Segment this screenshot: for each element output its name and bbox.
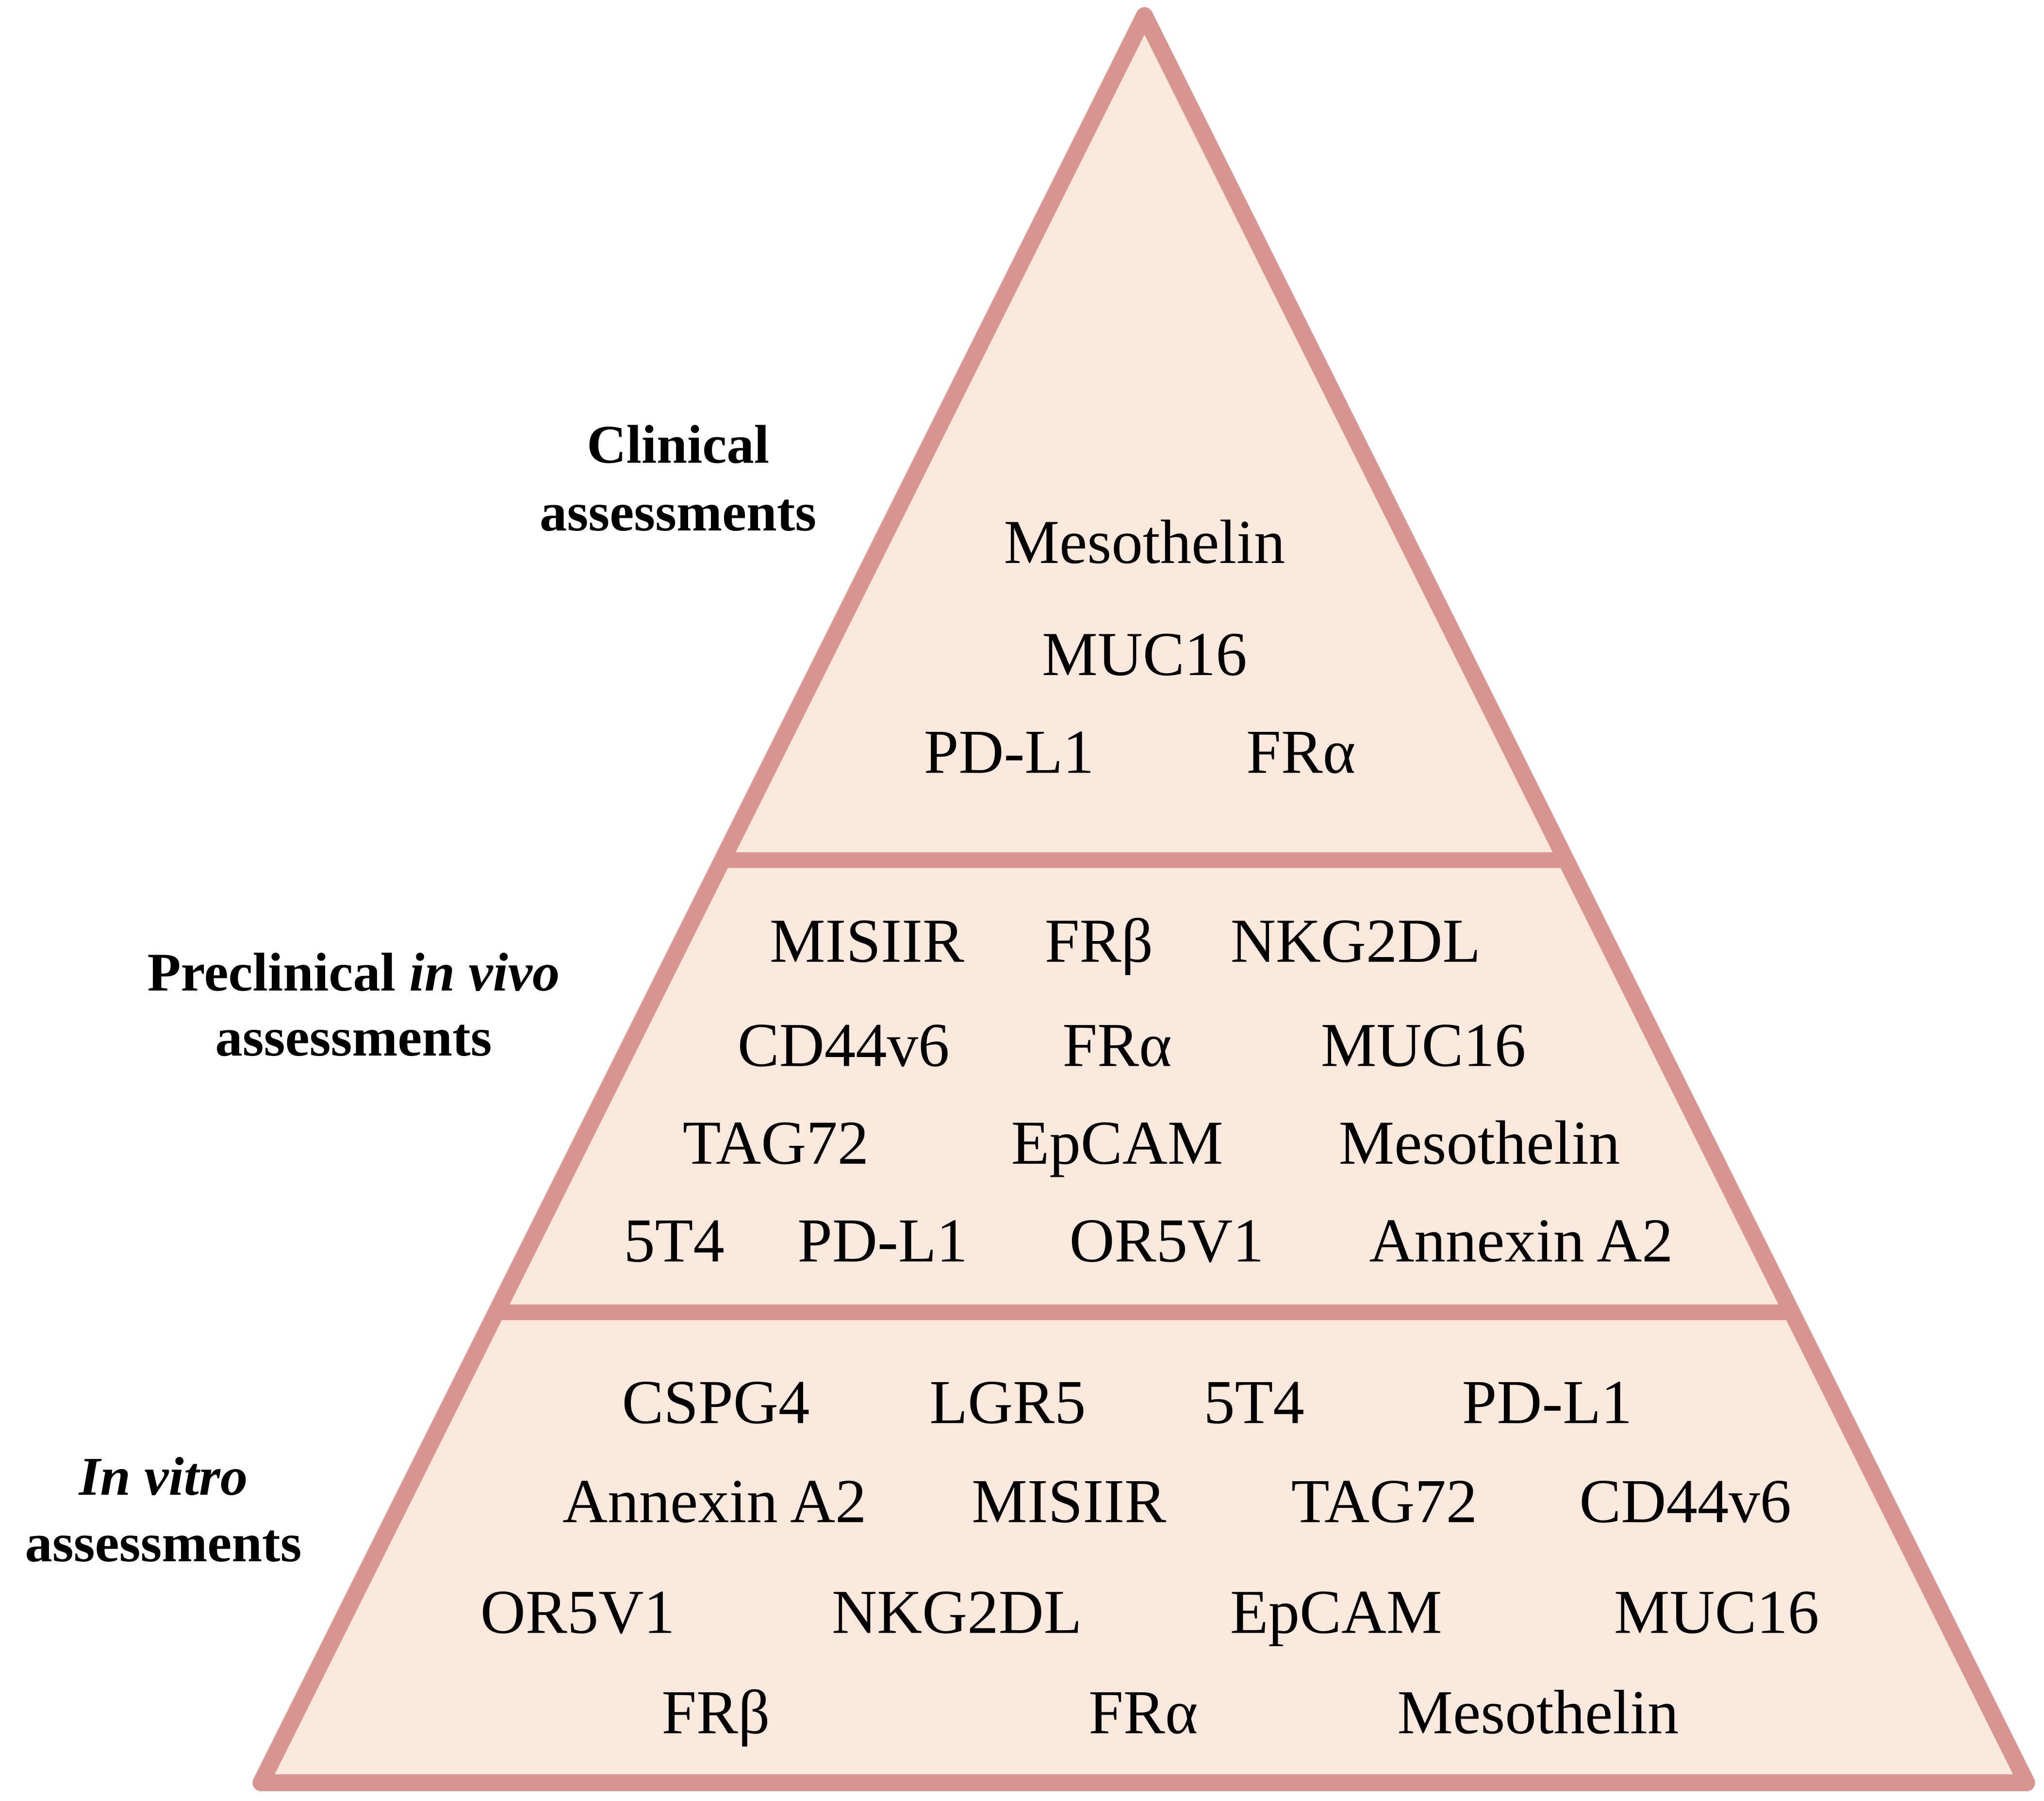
target-antigen-preclinical-in-vivo: TAG72 [683, 1108, 869, 1177]
tier-label-preclinical-in-vivo: assessments [215, 1008, 492, 1068]
target-antigen-preclinical-in-vivo: FRβ [1045, 906, 1153, 975]
target-antigen-in-vitro: Mesothelin [1397, 1677, 1679, 1747]
target-antigen-in-vitro: NKG2DL [832, 1577, 1082, 1647]
tier-label-preclinical-in-vivo: Preclinical in vivo [148, 942, 560, 1003]
target-antigen-preclinical-in-vivo: PD-L1 [797, 1206, 968, 1275]
target-antigen-in-vitro: EpCAM [1230, 1577, 1442, 1647]
target-antigen-in-vitro: MISIIR [972, 1466, 1166, 1536]
tier-label-in-vitro: assessments [25, 1513, 301, 1573]
target-antigen-preclinical-in-vivo: MISIIR [770, 906, 964, 975]
target-antigen-in-vitro: Annexin A2 [562, 1466, 866, 1536]
target-antigen-in-vitro: LGR5 [929, 1367, 1086, 1437]
tier-label-clinical: Clinical [587, 414, 769, 475]
target-antigen-in-vitro: CSPG4 [622, 1367, 810, 1437]
target-antigen-preclinical-in-vivo: EpCAM [1011, 1108, 1223, 1177]
target-antigen-in-vitro: OR5V1 [480, 1577, 675, 1647]
target-antigen-clinical: PD-L1 [924, 717, 1094, 786]
target-antigen-preclinical-in-vivo: 5T4 [624, 1206, 725, 1275]
target-antigen-in-vitro: CD44v6 [1579, 1466, 1791, 1536]
target-antigen-clinical: MUC16 [1042, 619, 1247, 689]
pyramid-outline [252, 7, 2035, 1791]
target-antigen-preclinical-in-vivo: MUC16 [1321, 1010, 1526, 1080]
target-antigen-preclinical-in-vivo: Mesothelin [1339, 1108, 1620, 1177]
target-antigen-in-vitro: TAG72 [1291, 1466, 1477, 1536]
target-antigen-in-vitro: FRβ [661, 1677, 770, 1747]
target-antigen-preclinical-in-vivo: NKG2DL [1231, 906, 1481, 975]
target-antigen-in-vitro: MUC16 [1614, 1577, 1819, 1647]
target-antigen-in-vitro: FRα [1088, 1677, 1198, 1747]
target-antigen-preclinical-in-vivo: Annexin A2 [1369, 1206, 1673, 1275]
target-antigen-clinical: FRα [1246, 717, 1355, 786]
target-antigen-preclinical-in-vivo: FRα [1062, 1010, 1171, 1080]
target-antigen-clinical: Mesothelin [1004, 507, 1285, 577]
tier-label-clinical: assessments [540, 482, 816, 543]
target-antigen-in-vitro: PD-L1 [1462, 1367, 1632, 1437]
target-antigen-preclinical-in-vivo: OR5V1 [1070, 1206, 1264, 1275]
tier-label-in-vitro: In vitro [78, 1447, 248, 1507]
target-antigen-in-vitro: 5T4 [1203, 1367, 1304, 1437]
target-antigen-preclinical-in-vivo: CD44v6 [738, 1010, 950, 1080]
